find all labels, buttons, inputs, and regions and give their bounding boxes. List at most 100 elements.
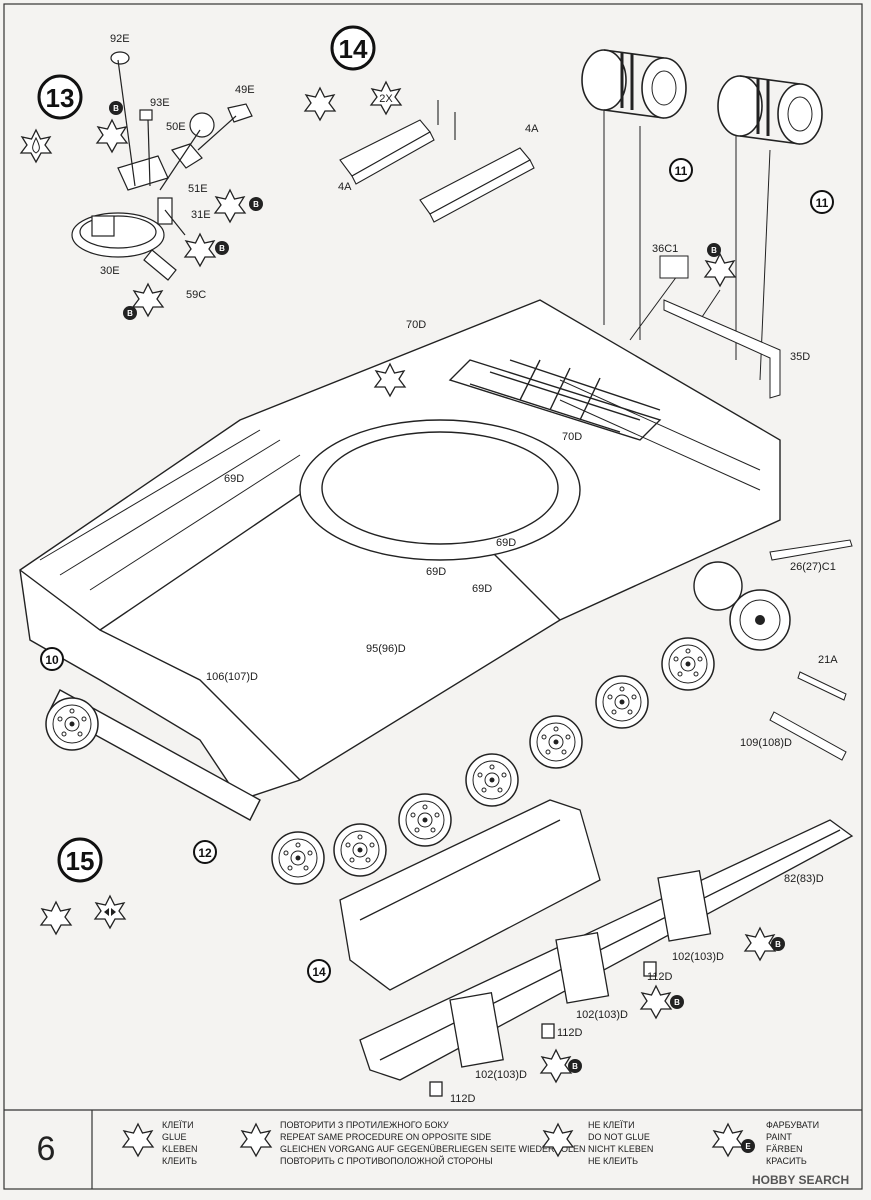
legend-glue-de: KLEBEN [162, 1144, 198, 1154]
repeat-icon [240, 1123, 272, 1157]
glue-icon [20, 129, 52, 163]
jerrycan [659, 255, 689, 279]
part-label: 69D [426, 566, 446, 578]
part-label: 95(96)D [366, 643, 406, 655]
paint-code: B [219, 244, 225, 253]
legend-footer: 6 КЛЕЇТИ GLUE KLEBEN КЛЕИТЬ ПОВТОРИТИ З … [4, 1109, 862, 1189]
part-label: 112D [450, 1093, 476, 1105]
svg-text:11: 11 [675, 164, 688, 178]
callout-11: 11 [669, 158, 693, 182]
page-number: 6 [37, 1130, 56, 1168]
part-label: 31E [191, 209, 211, 221]
legend-paint-uk: ФАРБУВАТИ [766, 1120, 819, 1130]
watermark: HOBBY SEARCH [752, 1173, 849, 1187]
svg-text:12: 12 [198, 846, 212, 860]
callout-14: 14 [307, 959, 331, 983]
callout-11: 11 [810, 190, 834, 214]
part-label: 93E [150, 97, 170, 109]
legend-noglue-uk: НЕ КЛЕЇТИ [588, 1120, 635, 1130]
legend-noglue-de: NICHT KLEBEN [588, 1144, 653, 1154]
svg-text:11: 11 [816, 196, 829, 210]
svg-text:10: 10 [45, 653, 59, 667]
legend-paint-code: E [745, 1142, 751, 1151]
hull-fenders [39, 379, 761, 591]
callout-12: 12 [193, 840, 217, 864]
svg-text:13: 13 [46, 83, 75, 113]
paint-code: B [674, 998, 680, 1007]
part-label: 70D [562, 431, 582, 443]
repeat-count: 2X [379, 93, 393, 105]
legend-paint-ru: КРАСИТЬ [766, 1156, 807, 1166]
part-label: 4A [525, 123, 539, 135]
part-label: 26(27)C1 [790, 561, 836, 573]
part-label: 109(108)D [740, 737, 792, 749]
fuel-drum [580, 48, 688, 120]
paint-icon [214, 189, 246, 223]
paint-code: B [572, 1062, 578, 1071]
part-label: 112D [647, 971, 673, 983]
rear-grille [663, 299, 781, 399]
part-label: 69D [472, 583, 492, 595]
legend-paint-de: FÄRBEN [766, 1144, 803, 1154]
part-label: 102(103)D [475, 1069, 527, 1081]
crowbar [797, 671, 847, 701]
part-label: 30E [100, 265, 120, 277]
part-label: 36C1 [652, 243, 678, 255]
tank-hull [19, 299, 781, 821]
paint-code: B [775, 940, 781, 949]
part-label: 69D [496, 537, 516, 549]
part-label: 49E [235, 84, 255, 96]
step-13-badge: 13 [37, 74, 83, 120]
part-label: 106(107)D [206, 671, 258, 683]
part-label: 59C [186, 289, 206, 301]
part-label: 82(83)D [784, 873, 824, 885]
part-label: 35D [790, 351, 810, 363]
track-links [339, 100, 535, 223]
paint-code: B [113, 104, 119, 113]
legend-noglue-ru: НЕ КЛЕИТЬ [588, 1156, 638, 1166]
legend-repeat-uk: ПОВТОРИТИ З ПРОТИЛЕЖНОГО БОКУ [280, 1120, 449, 1130]
paint-icon [640, 985, 672, 1019]
page-border [3, 3, 863, 1190]
paint-code: B [711, 246, 717, 255]
svg-text:14: 14 [339, 34, 368, 64]
paint-icon [704, 253, 736, 287]
glue-drop-icon [32, 136, 40, 154]
paint-icon [540, 1049, 572, 1083]
tow-bar [769, 539, 853, 561]
step-14-badge: 14 [330, 25, 376, 71]
part-label: 50E [166, 121, 186, 133]
svg-text:14: 14 [312, 965, 326, 979]
part-label: 102(103)D [576, 1009, 628, 1021]
part-label: 51E [188, 183, 208, 195]
legend-glue-ru: КЛЕИТЬ [162, 1156, 197, 1166]
part-label: 112D [557, 1027, 583, 1039]
legend-noglue-en: DO NOT GLUE [588, 1132, 650, 1142]
part-label: 4A [338, 181, 352, 193]
paint-icon [96, 119, 128, 153]
legend-glue-uk: КЛЕЇТИ [162, 1120, 194, 1130]
rear-fender [359, 819, 854, 1097]
svg-text:15: 15 [66, 846, 95, 876]
glue-icon [40, 901, 72, 935]
part-label: 102(103)D [672, 951, 724, 963]
part-label: 21A [818, 654, 838, 666]
drive-sprocket [693, 561, 791, 651]
paint-icon [744, 927, 776, 961]
fuel-drum [716, 74, 824, 146]
callout-10: 10 [40, 647, 64, 671]
legend-repeat-de: GLEICHEN VORGANG AUF GEGENÜBERLIEGEN SEI… [280, 1144, 586, 1154]
legend-repeat-ru: ПОВТОРИТЬ С ПРОТИВОПОЛОЖНОЙ СТОРОНЫ [280, 1155, 493, 1166]
paint-code: B [253, 200, 259, 209]
repeat-arrows-icon [104, 908, 116, 916]
part-label: 92E [110, 33, 130, 45]
glue-icon [122, 1123, 154, 1157]
legend-repeat-en: REPEAT SAME PROCEDURE ON OPPOSITE SIDE [280, 1132, 491, 1142]
paint-icon [712, 1123, 744, 1157]
log-part [769, 711, 847, 761]
track-run [339, 799, 601, 991]
step-13-parts [71, 51, 253, 281]
step-15-badge: 15 [57, 837, 103, 883]
paint-code: B [127, 309, 133, 318]
